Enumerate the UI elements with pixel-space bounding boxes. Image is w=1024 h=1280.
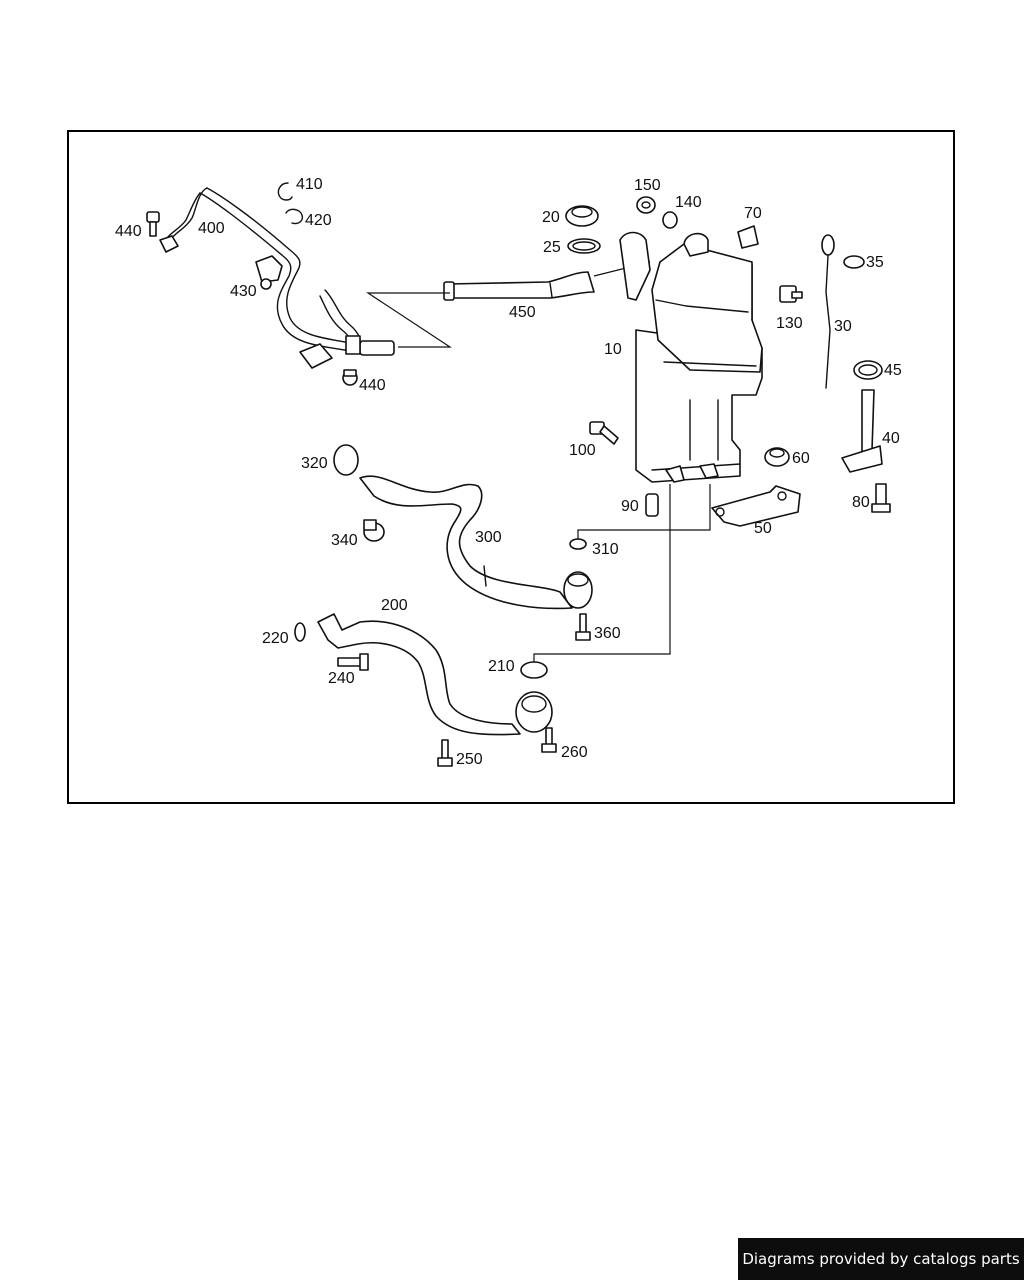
label-130: 130 [776,315,803,332]
cap-20 [565,205,599,227]
hose-300 [359,475,593,610]
bolt-340 [363,519,385,542]
label-45: 45 [884,362,902,379]
leader-310 [577,484,711,544]
gasket-220 [294,622,306,642]
label-340: 340 [331,532,358,549]
connector-430 [255,255,283,290]
label-60: 60 [792,450,810,467]
bolt-100 [589,421,619,445]
dipstick-30 [821,234,835,389]
clip-420 [285,208,304,225]
label-70: 70 [744,205,762,222]
label-40: 40 [882,430,900,447]
bolt-260 [541,727,557,753]
seal-ring-25 [567,238,601,254]
cap-60 [764,447,790,467]
label-35: 35 [866,254,884,271]
grommet-150 [636,196,656,214]
label-450: 450 [509,304,536,321]
bolt-240 [337,653,369,671]
label-260: 260 [561,744,588,761]
leader-450 [365,292,453,348]
bolt-250 [437,739,453,767]
label-300: 300 [475,529,502,546]
label-440-upper: 440 [115,223,142,240]
label-210: 210 [488,658,515,675]
seal-ring-35 [843,255,865,269]
label-310: 310 [592,541,619,558]
ring-140 [662,211,678,229]
label-420: 420 [305,212,332,229]
label-430: 430 [230,283,257,300]
label-90: 90 [621,498,639,515]
label-200: 200 [381,597,408,614]
label-80: 80 [852,494,870,511]
label-220: 220 [262,630,289,647]
clip-70 [737,225,759,249]
breather-hose-400 [159,187,395,369]
label-440-lower: 440 [359,377,386,394]
diagram-frame [67,130,955,804]
label-140: 140 [675,194,702,211]
seal-ring-320 [333,444,359,476]
pipe-200 [317,613,553,736]
plug-90 [645,493,659,517]
plug-130 [779,285,803,303]
oil-separator-10 [619,231,763,483]
bolt-80 [871,483,891,513]
label-360: 360 [594,625,621,642]
bolt-360 [575,613,591,641]
label-100: 100 [569,442,596,459]
bolt-440-upper [146,211,160,237]
label-400: 400 [198,220,225,237]
label-240: 240 [328,670,355,687]
label-25: 25 [543,239,561,256]
bracket-50 [711,485,801,527]
label-10: 10 [604,341,622,358]
label-30: 30 [834,318,852,335]
seal-ring-210 [520,661,548,679]
seal-ring-310 [569,538,587,550]
oil-level-sensor-40 [841,389,883,473]
leader-210 [533,484,671,668]
clip-410 [277,182,293,201]
label-50: 50 [754,520,772,537]
label-250: 250 [456,751,483,768]
label-150: 150 [634,177,661,194]
seal-ring-45 [853,360,883,380]
hose-450 [443,271,595,301]
label-410: 410 [296,176,323,193]
credit-badge: Diagrams provided by catalogs parts [738,1238,1024,1280]
label-320: 320 [301,455,328,472]
bolt-440-lower [342,369,358,386]
label-20: 20 [542,209,560,226]
